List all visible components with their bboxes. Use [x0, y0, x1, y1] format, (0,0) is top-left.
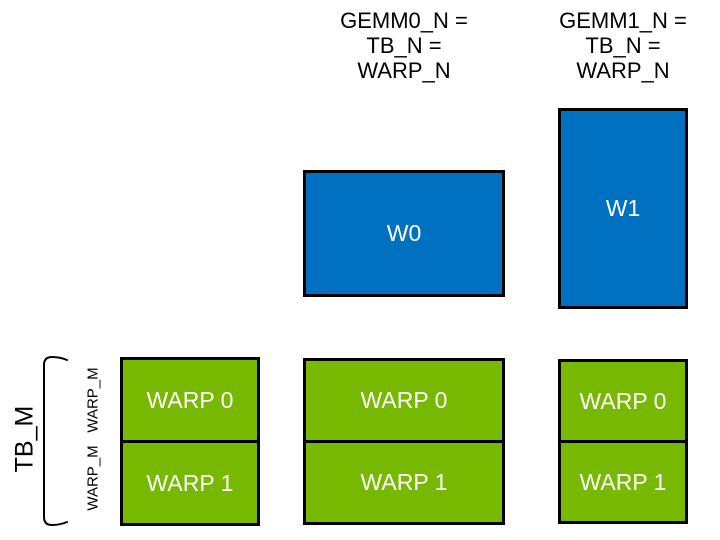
w0-tile: W0: [303, 170, 505, 297]
warp-column-left: WARP 0 WARP 1: [120, 357, 260, 526]
warp1-cell: WARP 1: [120, 440, 260, 526]
warp0-cell: WARP 0: [120, 357, 260, 443]
left-bracket-icon: [43, 355, 68, 527]
gemm1-header: GEMM1_N = TB_N = WARP_N: [543, 8, 703, 83]
warp1-cell: WARP 1: [303, 440, 505, 525]
warp-m-label-top: WARP_M: [84, 367, 102, 433]
gemm0-header-line1: GEMM0_N =: [340, 8, 468, 33]
warp-column-right: WARP 0 WARP 1: [558, 359, 688, 524]
gemm1-header-line2: TB_N =: [585, 33, 661, 58]
warp1-cell: WARP 1: [558, 440, 688, 524]
gemm0-header-line3: WARP_N: [357, 58, 451, 83]
warp-column-middle: WARP 0 WARP 1: [303, 358, 505, 525]
warp-m-label-bottom: WARP_M: [84, 445, 102, 511]
gemm0-header: GEMM0_N = TB_N = WARP_N: [284, 8, 524, 83]
warp0-cell: WARP 0: [558, 359, 688, 443]
gemm1-header-line3: WARP_N: [576, 58, 670, 83]
tb-m-label: TB_M: [10, 405, 39, 473]
w1-tile: W1: [558, 108, 688, 309]
gemm0-header-line2: TB_N =: [366, 33, 442, 58]
warp0-cell: WARP 0: [303, 358, 505, 443]
gemm1-header-line1: GEMM1_N =: [559, 8, 687, 33]
